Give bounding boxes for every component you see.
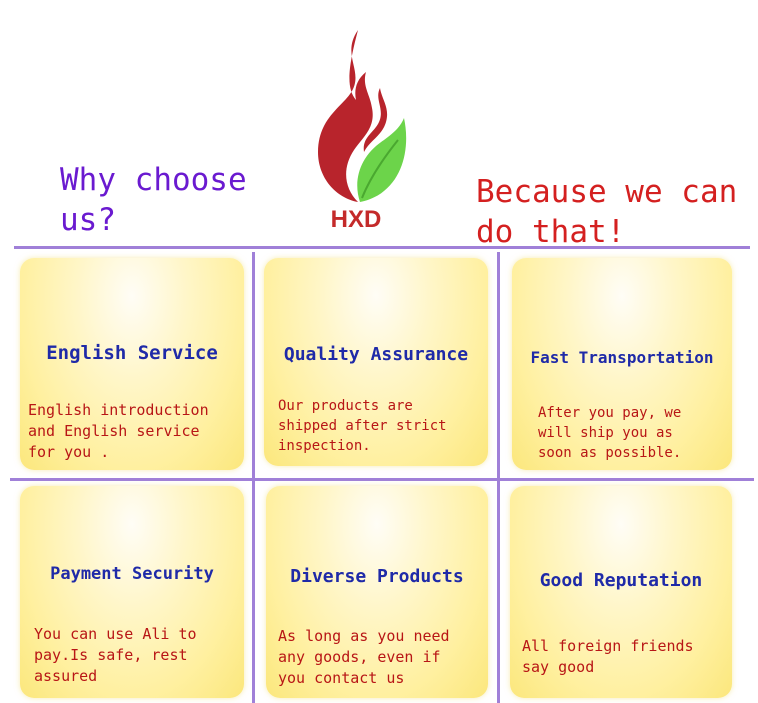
column-divider-2 [497,252,500,703]
heading-line-1: Why choose [60,162,247,198]
why-choose-us-heading: Why choose us? [60,160,290,240]
card-title: English Service [46,342,218,364]
heading-line-1: Because we can [476,174,738,210]
logo-text: HXD [330,206,382,233]
heading-line-2: do that! [476,214,626,250]
column-divider-1 [252,252,255,703]
card-title: Fast Transportation [530,348,714,367]
card-title: Quality Assurance [283,344,469,365]
card-title: Good Reputation [539,570,703,591]
card-title: Payment Security [50,564,214,584]
flame-leaf-icon [318,30,407,202]
middle-divider [10,478,754,481]
because-we-can-heading: Because we can do that! [476,172,758,252]
heading-line-2: us? [60,202,116,238]
card-title: Diverse Products [290,566,464,587]
hxd-logo: HXD [300,28,412,240]
top-divider [14,246,750,249]
